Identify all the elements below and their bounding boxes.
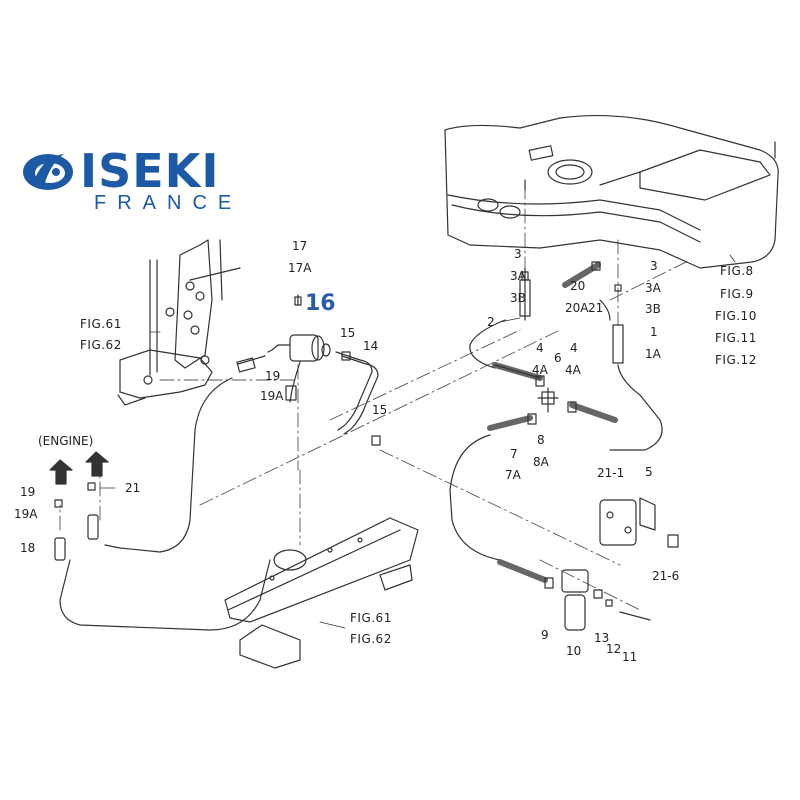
label-20: 20 [570, 279, 585, 293]
label-14: 14 [363, 339, 378, 353]
label-15-bottom: 15 [372, 403, 387, 417]
label-fig62-bottom: FIG.62 [350, 632, 392, 646]
label-4-right: 4 [570, 341, 578, 355]
label-3a-right: 3A [645, 281, 662, 295]
label-fig62-top: FIG.62 [80, 338, 122, 352]
assembly-guide-lines [59, 184, 691, 611]
label-fig9: FIG.9 [720, 287, 754, 301]
part-labels: 17 17A 16 15 14 15 19 19A 3 3A 3B 2 20 2… [14, 239, 757, 664]
label-fig8: FIG.8 [720, 264, 754, 278]
label-fig11: FIG.11 [715, 331, 757, 345]
label-4a-right: 4A [565, 363, 582, 377]
label-21-top: 21 [588, 301, 603, 315]
label-6: 6 [554, 351, 562, 365]
fuel-filter [497, 497, 679, 631]
label-15-top: 15 [340, 326, 355, 340]
label-19a: 19A [260, 389, 284, 403]
label-11: 11 [622, 650, 637, 664]
chassis-frame [224, 517, 419, 669]
label-fig61-top: FIG.61 [80, 317, 122, 331]
label-10: 10 [566, 644, 581, 658]
label-engine: (ENGINE) [38, 434, 93, 448]
label-7a: 7A [505, 468, 522, 482]
engine-arrows [49, 451, 109, 485]
label-21-engine: 21 [125, 481, 140, 495]
label-3-left: 3 [514, 247, 522, 261]
label-3b-right: 3B [645, 302, 661, 316]
leader-lines [99, 254, 736, 629]
engine-side-parts [54, 482, 99, 561]
label-3b-left: 3B [510, 291, 526, 305]
label-16-highlight: 16 [305, 291, 336, 316]
fuel-tank [444, 114, 779, 269]
label-21-6: 21-6 [652, 569, 679, 583]
label-12: 12 [606, 642, 621, 656]
label-17a: 17A [288, 261, 312, 275]
label-17: 17 [292, 239, 307, 253]
label-21-1: 21-1 [597, 466, 624, 480]
label-1: 1 [650, 325, 658, 339]
label-9: 9 [541, 628, 549, 642]
fuel-pump [267, 294, 331, 403]
iseki-swirl-icon [23, 154, 73, 190]
label-20a: 20A [565, 301, 589, 315]
connectors [487, 261, 624, 431]
label-19-engine: 19 [20, 485, 35, 499]
label-19: 19 [265, 369, 280, 383]
label-5: 5 [645, 465, 653, 479]
bracket-frame [117, 239, 241, 406]
label-fig12: FIG.12 [715, 353, 757, 367]
iseki-logo: ISEKI FRANCE [20, 140, 260, 220]
label-1a: 1A [645, 347, 662, 361]
label-fig10: FIG.10 [715, 309, 757, 323]
label-3-right: 3 [650, 259, 658, 273]
label-2: 2 [487, 315, 495, 329]
fuel-lines [59, 267, 663, 631]
label-13: 13 [594, 631, 609, 645]
label-8: 8 [537, 433, 545, 447]
label-7: 7 [510, 447, 518, 461]
label-18: 18 [20, 541, 35, 555]
label-19a-engine: 19A [14, 507, 38, 521]
logo-subtitle-text: FRANCE [94, 192, 243, 214]
label-8a: 8A [533, 455, 550, 469]
label-fig61-bottom: FIG.61 [350, 611, 392, 625]
label-4-left: 4 [536, 341, 544, 355]
label-4a-left: 4A [532, 363, 549, 377]
label-3a-left: 3A [510, 269, 527, 283]
logo-brand-text: ISEKI [80, 144, 220, 198]
